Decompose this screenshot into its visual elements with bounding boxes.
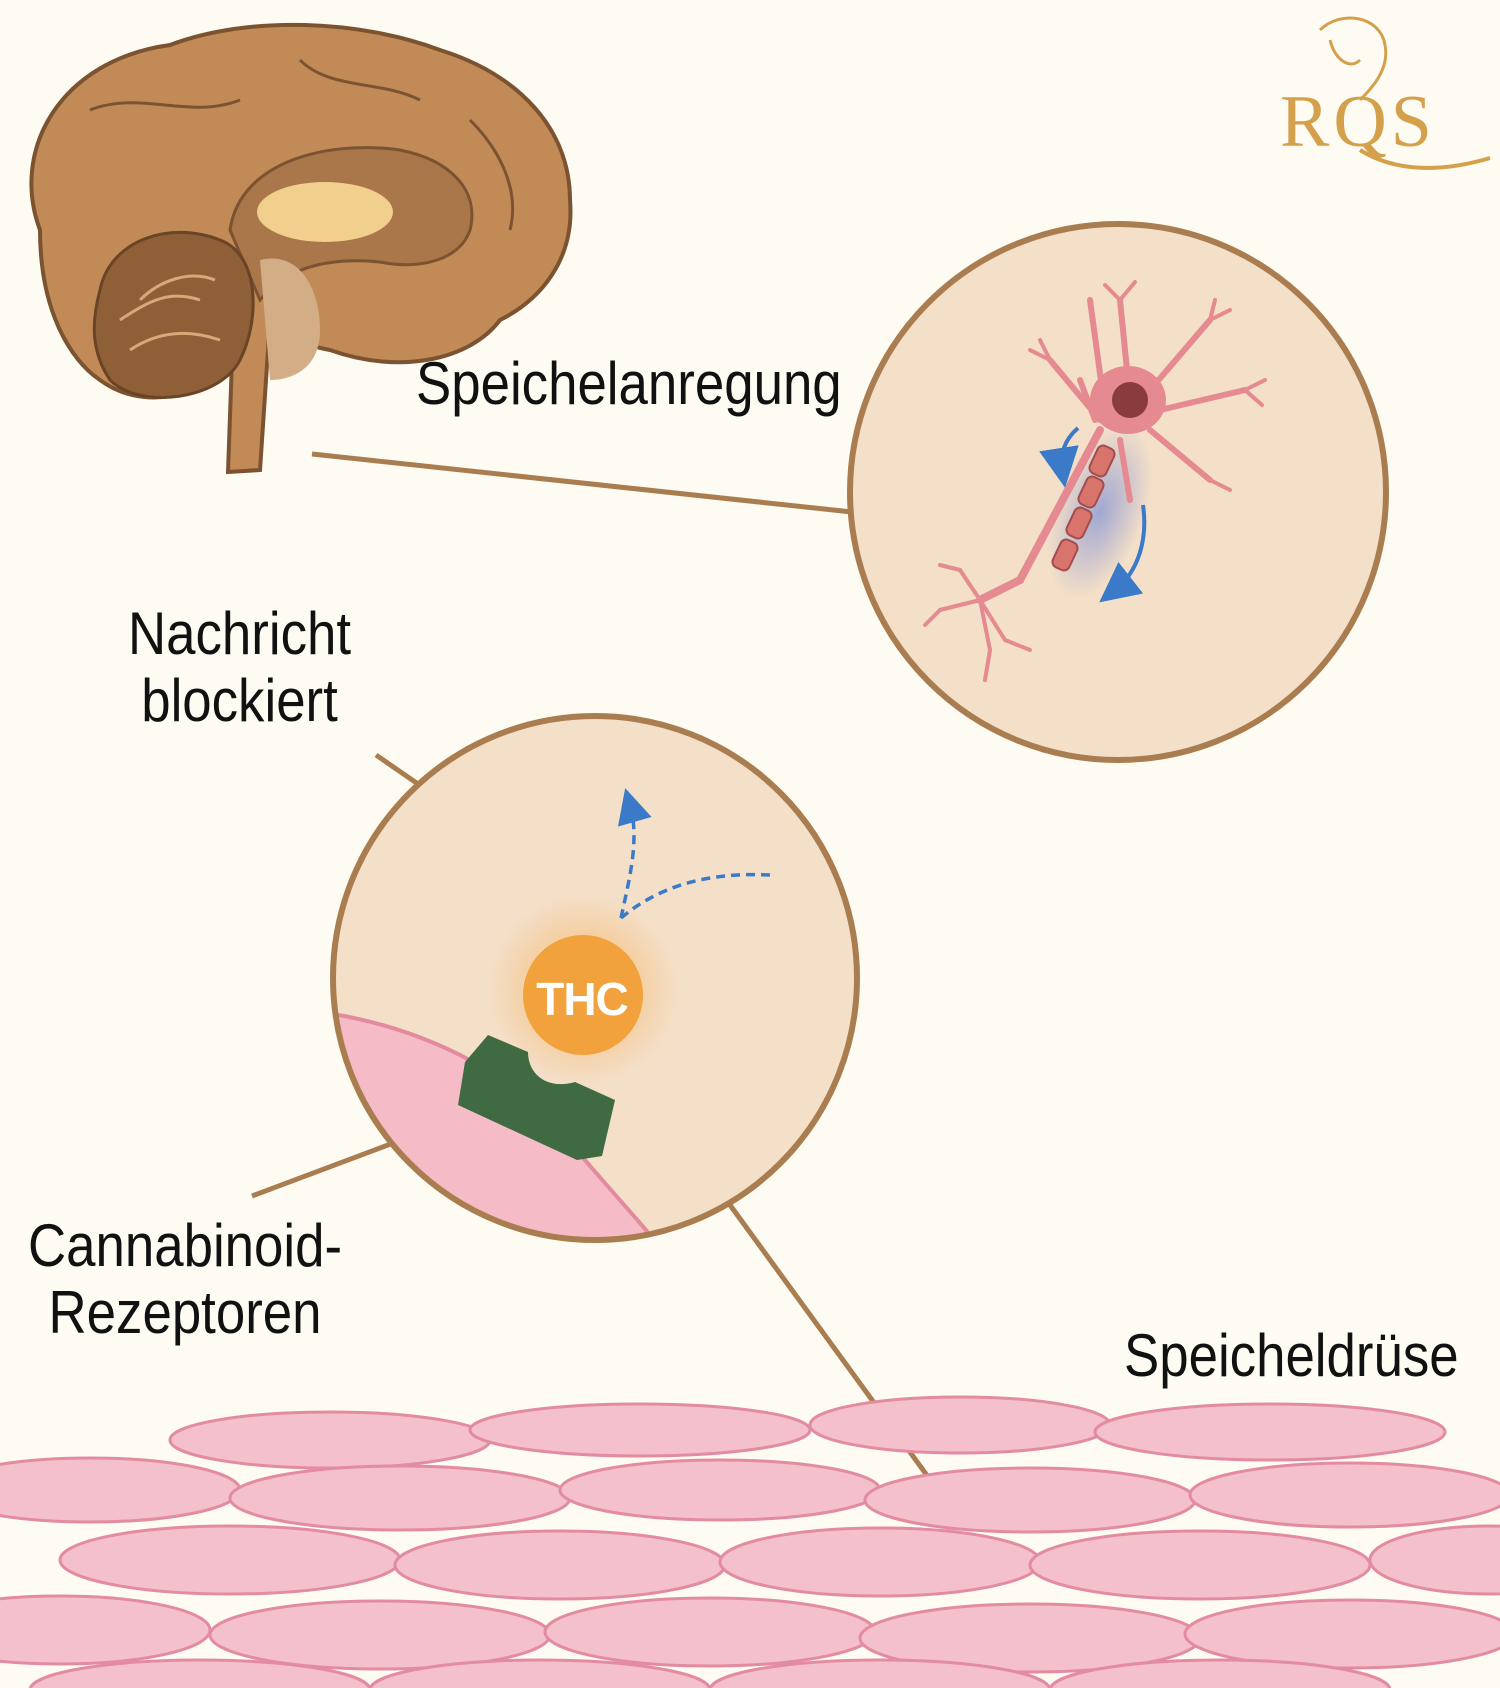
signal-arrow-down	[1099, 504, 1147, 603]
thc-label: THC	[536, 973, 629, 1025]
connector-brain-neuron	[311, 451, 853, 515]
label-receptor-line1: Cannabinoid-	[28, 1212, 343, 1279]
cannabinoid-receptor	[458, 1035, 615, 1160]
salivary-gland-tissue	[0, 1395, 1500, 1688]
rqs-logo: RQS	[1280, 81, 1436, 163]
label-message-line1: Nachricht	[128, 600, 352, 667]
rqs-logo-emblem	[1318, 16, 1491, 170]
connector-gland	[727, 1203, 961, 1520]
label-salivation: Speichelanregung	[416, 350, 842, 417]
neuron-zoom-circle	[847, 221, 1389, 763]
label-message-blocked: Nachricht blockiert	[128, 600, 351, 734]
brain-illustration	[29, 22, 573, 475]
label-receptor-line2: Rezeptoren	[48, 1279, 322, 1347]
blocked-signal-path	[619, 872, 771, 920]
myelin-segments	[1051, 444, 1116, 572]
label-message-line2: blockiert	[141, 667, 338, 735]
label-salivary-gland: Speicheldrüse	[1124, 1322, 1459, 1389]
thc-molecule	[523, 935, 643, 1055]
signal-arrow-up	[1039, 426, 1080, 488]
label-cannabinoid-receptors: Cannabinoid- Rezeptoren	[28, 1212, 342, 1346]
